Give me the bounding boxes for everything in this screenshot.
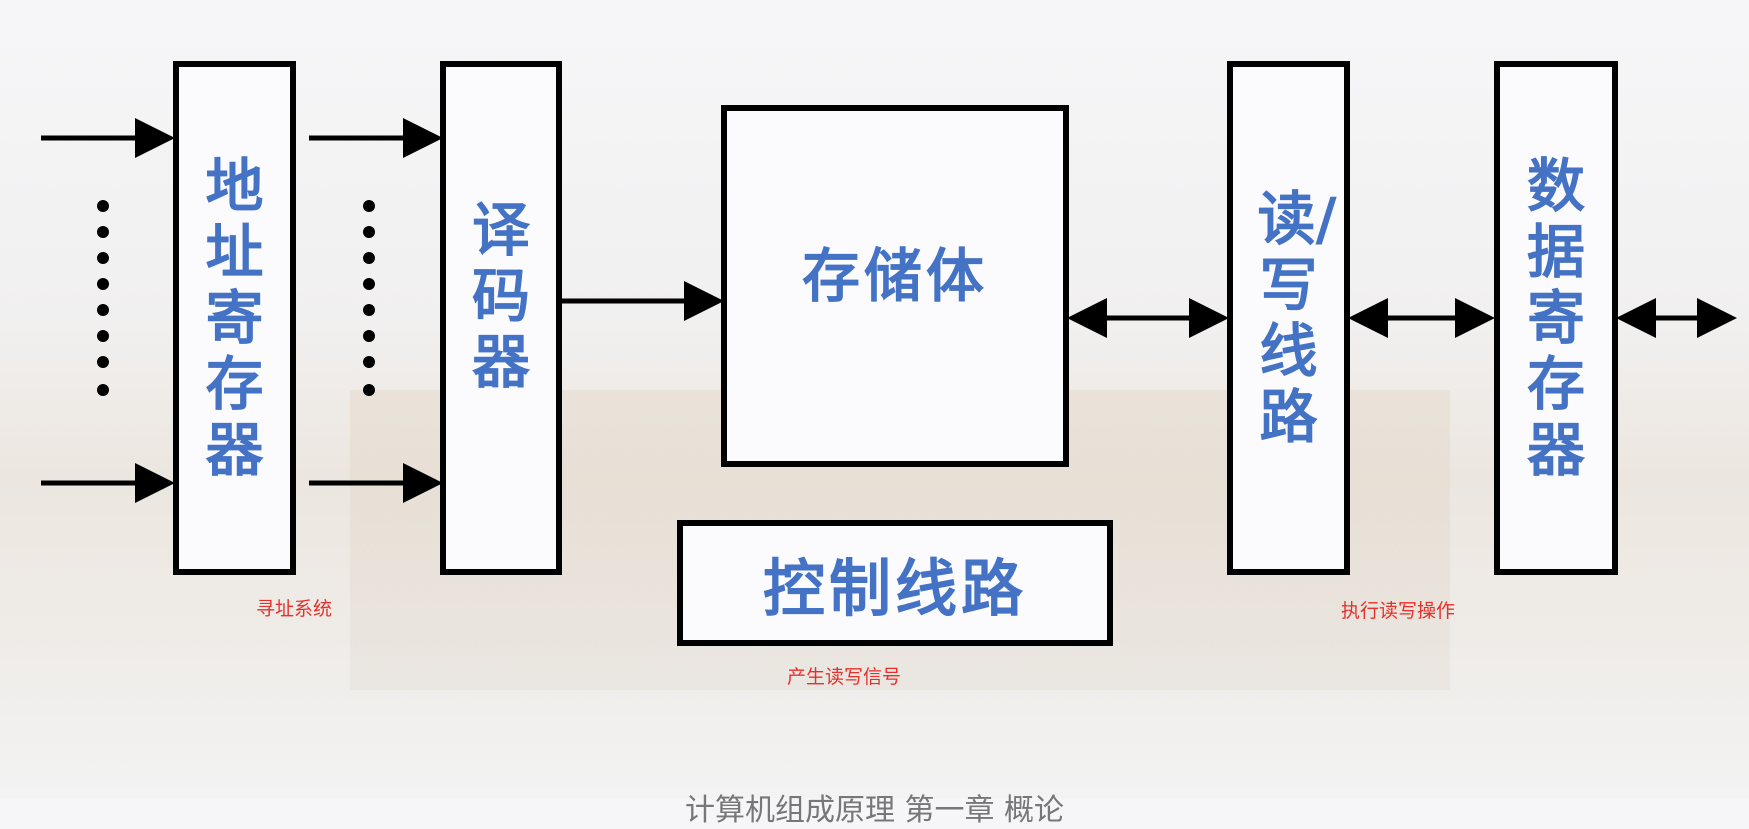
- note-execute-rw: 执行读写操作: [1341, 600, 1456, 622]
- storage-block: 存储体: [721, 105, 1069, 467]
- decoder-block: 译码器: [440, 61, 562, 575]
- control-circuit-block: 控制线路: [677, 520, 1113, 646]
- note-addressing-system: 寻址系统: [256, 598, 333, 620]
- connections: [41, 118, 1737, 503]
- data-register-block: 数据寄存器: [1494, 61, 1618, 575]
- note-generate-signals: 产生读写信号: [787, 666, 902, 688]
- ellipsis-dots: [97, 200, 375, 396]
- control-circuit-label: 控制线路: [762, 552, 1027, 625]
- address-register-label: 地址寄存器: [205, 152, 264, 484]
- address-register-block: 地址寄存器: [173, 61, 296, 575]
- read-write-circuit-label: 读/写线路: [1257, 185, 1337, 451]
- slide-footer: 计算机组成原理 第一章 概论: [684, 793, 1065, 828]
- storage-label: 存储体: [801, 242, 988, 310]
- read-write-circuit-block: 读/写线路: [1227, 61, 1350, 575]
- data-register-label: 数据寄存器: [1526, 152, 1585, 484]
- decoder-label: 译码器: [471, 196, 530, 396]
